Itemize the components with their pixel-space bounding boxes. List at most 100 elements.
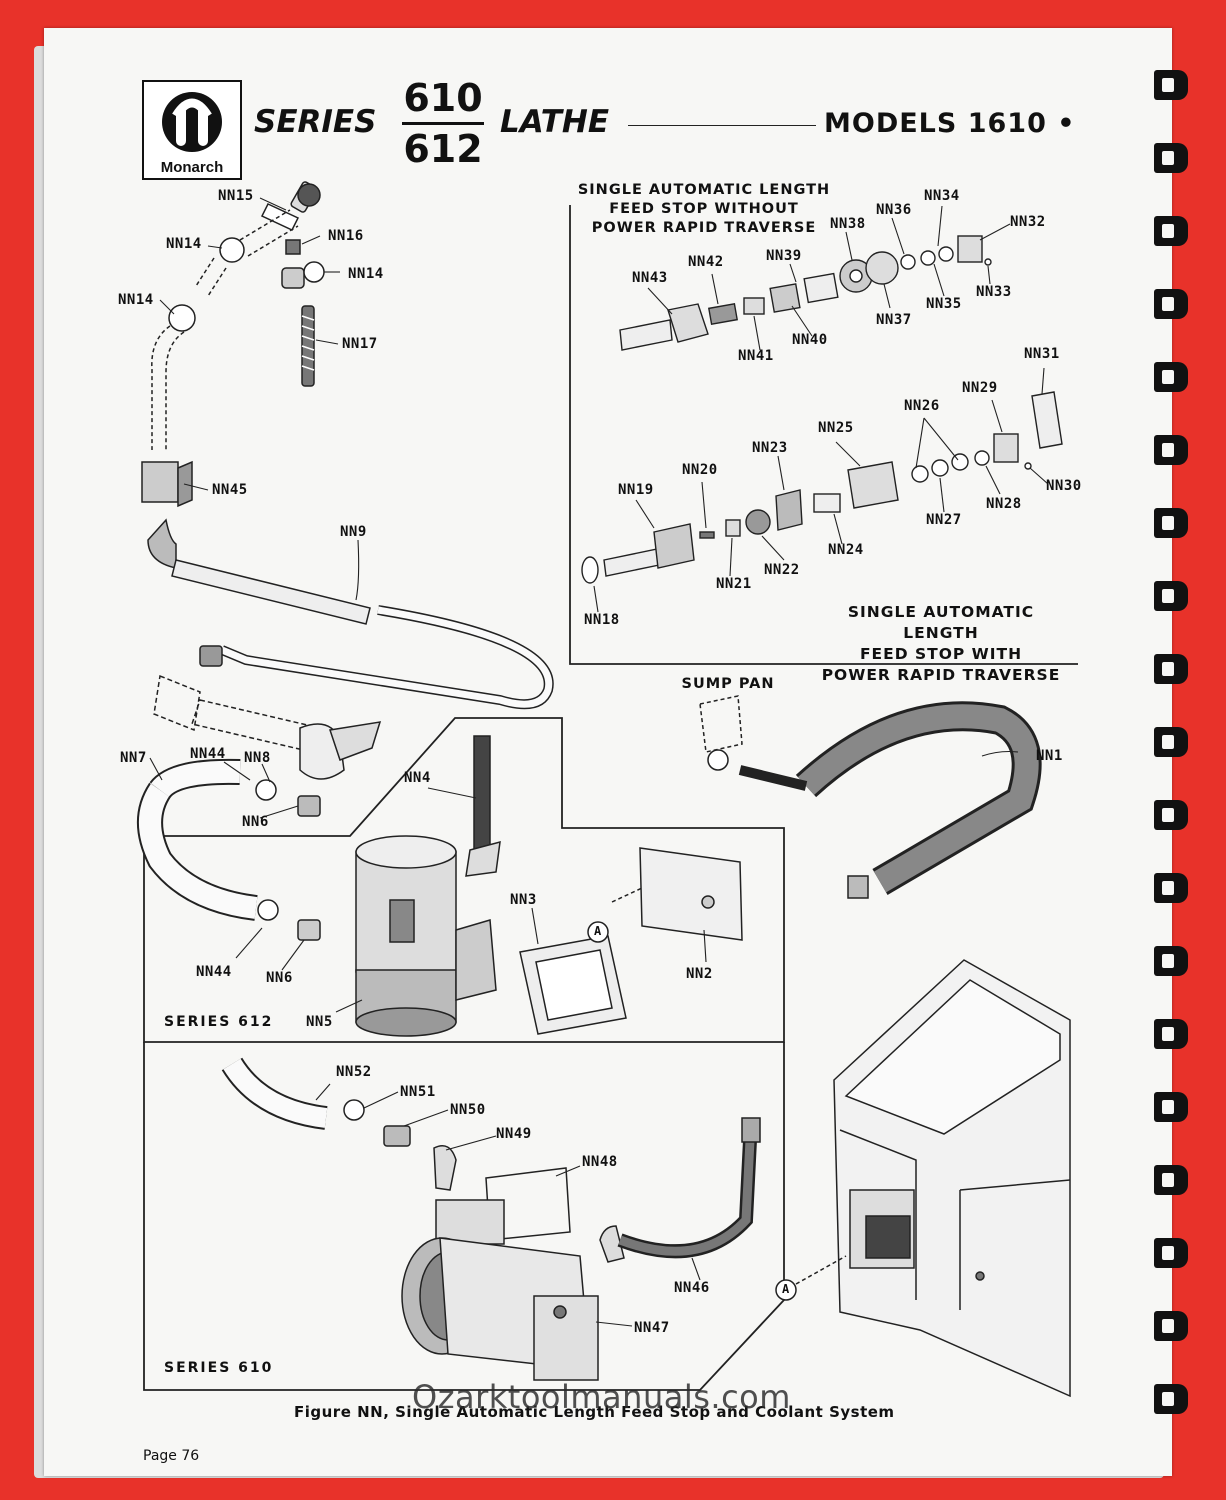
- watermark: Ozarktoolmanuals.com: [412, 1378, 791, 1416]
- callout-nn16: NN16: [328, 228, 364, 244]
- callout-nn40: NN40: [792, 332, 828, 348]
- callout-nn23: NN23: [752, 440, 788, 456]
- callout-nn20: NN20: [682, 462, 718, 478]
- fraction-bar: [402, 122, 484, 125]
- callout-nn44-612-upper: NN44: [190, 746, 226, 762]
- callout-nn28: NN28: [986, 496, 1022, 512]
- spiral-binding: [1154, 70, 1194, 1470]
- binding-coil: [1154, 873, 1188, 903]
- callout-nn44-612-lower: NN44: [196, 964, 232, 980]
- callout-nn4: NN4: [404, 770, 431, 786]
- monarch-logo: Monarch: [142, 80, 242, 180]
- series-610-label: SERIES 610: [164, 1360, 274, 1376]
- callout-nn3: NN3: [510, 892, 537, 908]
- series-fraction: 610 612: [402, 76, 484, 171]
- binding-coil: [1154, 508, 1188, 538]
- caption-with-line-1: SINGLE AUTOMATIC LENGTH: [847, 603, 1035, 642]
- callout-nn22: NN22: [764, 562, 800, 578]
- callout-nn14-upper: NN14: [166, 236, 202, 252]
- callout-nn1: NN1: [1036, 748, 1063, 764]
- sump-pan-hose: [699, 695, 1042, 899]
- leader-lines: [149, 197, 1049, 1327]
- lathe-base: [775, 959, 1071, 1398]
- callout-nn46: NN46: [674, 1280, 710, 1296]
- binding-coil: [1154, 727, 1188, 757]
- sump-pan-label: SUMP PAN: [681, 676, 775, 692]
- binding-coil: [1154, 1019, 1188, 1049]
- series-top: 610: [403, 76, 483, 120]
- series-612-panel: [143, 717, 785, 1043]
- callout-nn5: NN5: [306, 1014, 333, 1030]
- callout-nn27: NN27: [926, 512, 962, 528]
- binding-coil: [1154, 70, 1188, 100]
- binding-coil: [1154, 1384, 1188, 1414]
- callout-nn25: NN25: [818, 420, 854, 436]
- models-title: MODELS 1610 •: [824, 108, 1076, 139]
- feed-stop-frame: [569, 205, 1078, 665]
- caption-without-line-2: FEED STOP WITHOUT: [609, 201, 799, 217]
- callout-nn45: NN45: [212, 482, 248, 498]
- callout-nn24: NN24: [828, 542, 864, 558]
- caption-without-line-1: SINGLE AUTOMATIC LENGTH: [577, 182, 831, 198]
- figure-caption: Figure NN, Single Automatic Length Feed …: [294, 1403, 895, 1421]
- page-number: Page 76: [143, 1448, 200, 1464]
- callout-nn29: NN29: [962, 380, 998, 396]
- callout-nn33: NN33: [976, 284, 1012, 300]
- reference-a-base: A: [782, 1282, 790, 1296]
- callout-nn35: NN35: [926, 296, 962, 312]
- logo-text: Monarch: [160, 159, 224, 176]
- callout-nn34: NN34: [924, 188, 960, 204]
- header-rule: [628, 125, 816, 126]
- caption-without-traverse: SINGLE AUTOMATIC LENGTH FEED STOP WITHOU…: [576, 181, 832, 238]
- callout-nn50: NN50: [450, 1102, 486, 1118]
- binding-coil: [1154, 435, 1188, 465]
- callout-nn31: NN31: [1024, 346, 1060, 362]
- binding-coil: [1154, 362, 1188, 392]
- series-612-label: SERIES 612: [164, 1014, 274, 1030]
- callout-nn30: NN30: [1046, 478, 1082, 494]
- series-bottom: 612: [403, 127, 483, 171]
- callout-nn43: NN43: [632, 270, 668, 286]
- callout-nn6-612-upper: NN6: [242, 814, 269, 830]
- callout-nn38: NN38: [830, 216, 866, 232]
- series-612-pump: [137, 735, 743, 1037]
- caption-with-traverse: SINGLE AUTOMATIC LENGTH FEED STOP WITH P…: [812, 602, 1070, 686]
- binding-coil: [1154, 1238, 1188, 1268]
- callout-nn9: NN9: [340, 524, 367, 540]
- callout-nn14-right: NN14: [348, 266, 384, 282]
- lathe-word: LATHE: [500, 104, 610, 140]
- callout-nn19: NN19: [618, 482, 654, 498]
- binding-coil: [1154, 1311, 1188, 1341]
- callout-nn51: NN51: [400, 1084, 436, 1100]
- binding-coil: [1154, 1165, 1188, 1195]
- callout-nn17: NN17: [342, 336, 378, 352]
- caption-without-line-3: POWER RAPID TRAVERSE: [591, 220, 817, 236]
- binding-coil: [1154, 654, 1188, 684]
- callout-nn41: NN41: [738, 348, 774, 364]
- monarch-logo-mark-icon: [162, 92, 222, 152]
- series-610-panel: [143, 1042, 785, 1391]
- callout-nn48: NN48: [582, 1154, 618, 1170]
- binding-coil: [1154, 289, 1188, 319]
- callout-nn21: NN21: [716, 576, 752, 592]
- binding-coil: [1154, 581, 1188, 611]
- callout-nn26: NN26: [904, 398, 940, 414]
- coolant-pipe-upper: [141, 181, 554, 780]
- caption-with-line-3: POWER RAPID TRAVERSE: [821, 666, 1061, 684]
- callout-nn14-left: NN14: [118, 292, 154, 308]
- feed-stop-without-traverse: [619, 235, 992, 351]
- series-610-pump: [221, 1057, 761, 1381]
- callout-nn7: NN7: [120, 750, 147, 766]
- callout-nn36: NN36: [876, 202, 912, 218]
- binding-coil: [1154, 946, 1188, 976]
- callout-nn15: NN15: [218, 188, 254, 204]
- reference-a-plate: A: [594, 924, 602, 938]
- callout-nn42: NN42: [688, 254, 724, 270]
- series-word: SERIES: [254, 104, 377, 140]
- callout-nn49: NN49: [496, 1126, 532, 1142]
- callout-nn37: NN37: [876, 312, 912, 328]
- callout-nn8: NN8: [244, 750, 271, 766]
- callout-nn52: NN52: [336, 1064, 372, 1080]
- callout-nn39: NN39: [766, 248, 802, 264]
